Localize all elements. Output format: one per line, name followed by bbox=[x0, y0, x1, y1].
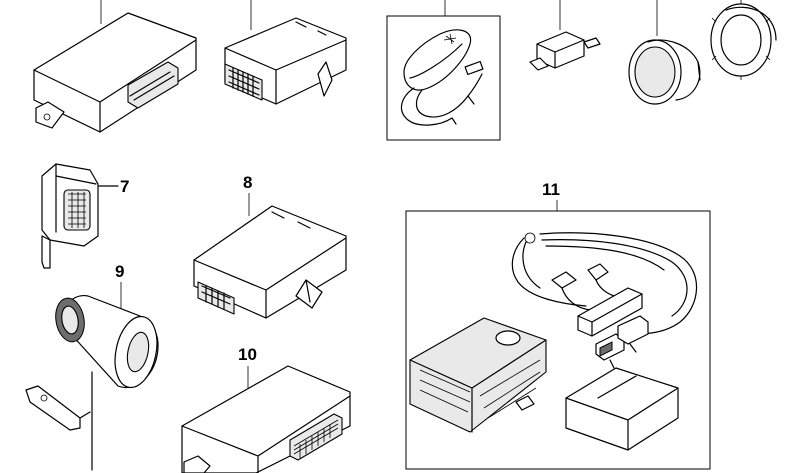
part-7-sensor: 7 bbox=[41, 163, 129, 269]
part-11-retrofit-kit: 11 bbox=[405, 180, 711, 470]
antenna-sensor-kit bbox=[386, 0, 501, 141]
part-9-siren-horn: 9 bbox=[25, 262, 159, 471]
part-10-control-unit: 10 bbox=[181, 345, 351, 473]
callout-10: 10 bbox=[238, 345, 257, 364]
control-unit-top-left bbox=[33, 0, 197, 133]
callout-8: 8 bbox=[243, 173, 252, 192]
callout-11: 11 bbox=[542, 180, 560, 199]
ring-and-nut-top-right bbox=[628, 0, 777, 105]
small-relay-top bbox=[529, 0, 601, 71]
connector-module-top bbox=[224, 0, 347, 105]
callout-7: 7 bbox=[120, 177, 129, 196]
callout-9: 9 bbox=[115, 262, 124, 281]
part-8-control-module: 8 bbox=[193, 173, 347, 319]
